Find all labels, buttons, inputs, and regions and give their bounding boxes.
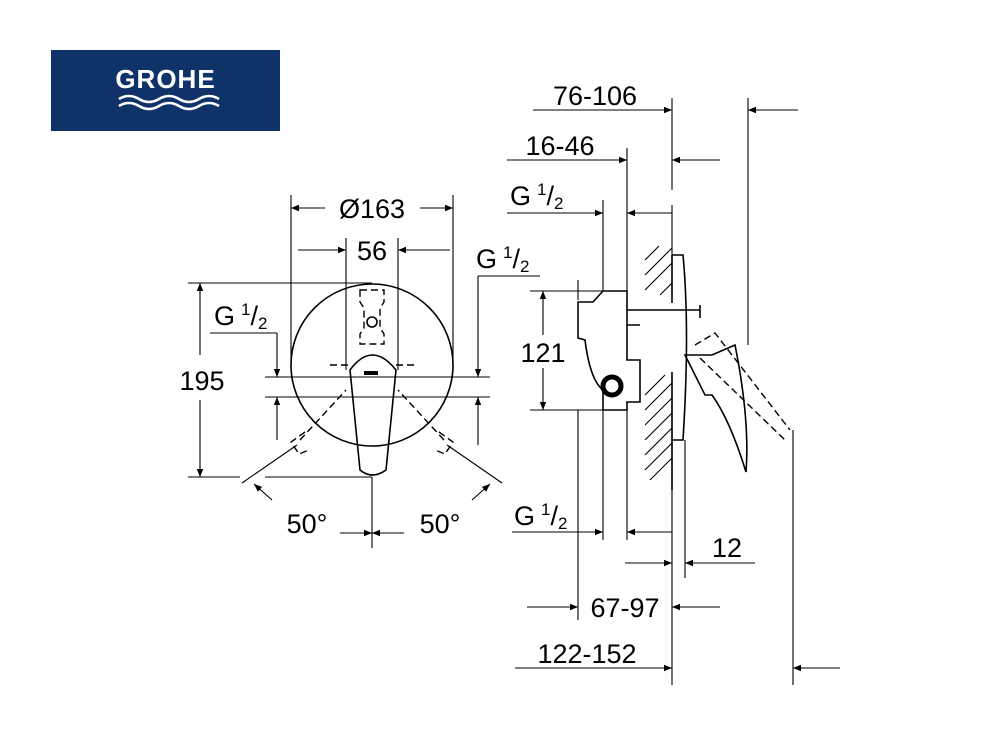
dimension-121: 121	[520, 338, 565, 368]
valve-body	[577, 290, 641, 411]
logo-text: GROHE	[115, 64, 216, 94]
cover-plate	[290, 283, 454, 447]
dimension-12: 12	[712, 533, 742, 563]
angle-left: 50°	[287, 509, 328, 539]
dimension-16-46: 16-46	[525, 131, 594, 161]
dimension-122-152: 122-152	[537, 639, 636, 669]
dimension-height: 195	[179, 366, 224, 396]
dimension-spacing: 56	[357, 236, 387, 266]
handle-side	[683, 343, 748, 473]
grohe-logo: GROHE	[51, 50, 280, 131]
angle-right: 50°	[420, 509, 461, 539]
dimension-67-97: 67-97	[590, 593, 659, 623]
dimension-76-106: 76-106	[553, 81, 637, 111]
logo-waves-icon	[118, 94, 220, 111]
handle	[349, 354, 397, 476]
dimension-diameter: Ø163	[339, 194, 405, 224]
cover-plate-side	[672, 254, 688, 441]
